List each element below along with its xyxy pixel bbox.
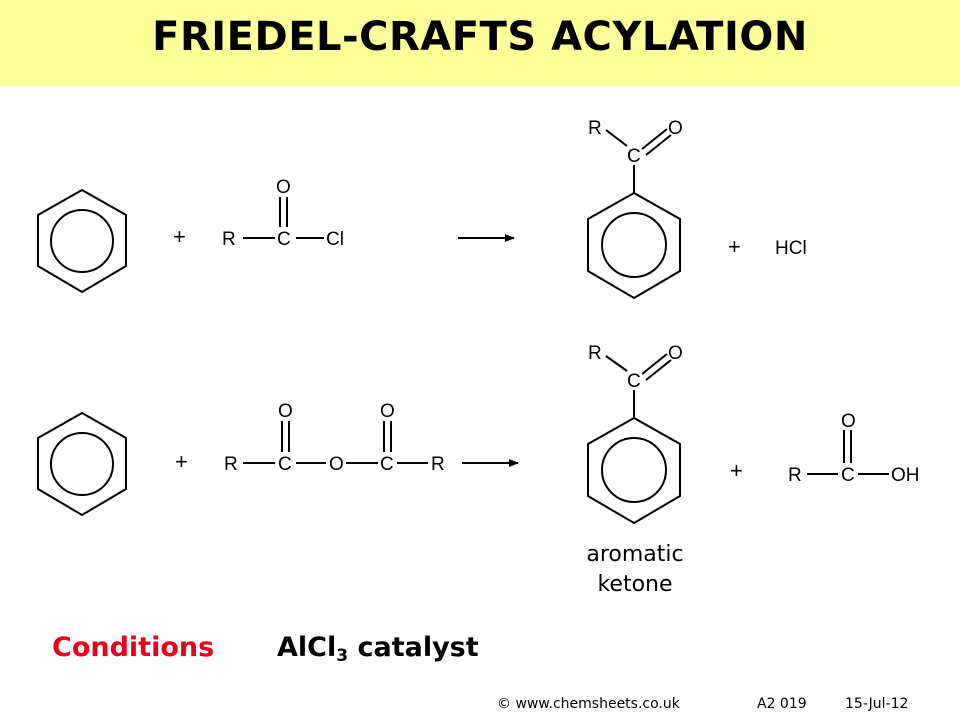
acid-anhydride-bonds — [243, 421, 428, 464]
atom-r: R — [588, 118, 602, 139]
footer-copyright: © www.chemsheets.co.uk — [497, 696, 680, 712]
acyl-chloride-bonds — [243, 197, 324, 239]
product-caption: aromatic ketone — [560, 540, 710, 600]
product-caption-line2: ketone — [597, 572, 673, 597]
atom-r: R — [788, 465, 802, 486]
atom-r: R — [224, 454, 238, 475]
atom-c: C — [627, 146, 641, 167]
title-bar: FRIEDEL-CRAFTS ACYLATION — [0, 0, 960, 86]
conditions-label: Conditions — [52, 632, 215, 663]
catalyst-subscript: 3 — [336, 646, 349, 666]
atom-cl: Cl — [326, 229, 344, 250]
reaction-1-labels: + R C O Cl R C O + HCl — [173, 118, 807, 259]
atom-o: O — [668, 343, 683, 364]
plus-sign: + — [175, 449, 188, 474]
atom-r: R — [222, 229, 236, 250]
benzene-reactant-1 — [37, 188, 127, 294]
atom-c: C — [380, 454, 394, 475]
atom-c: C — [278, 454, 292, 475]
footer-date: 15-Jul-12 — [845, 696, 909, 712]
atom-o: O — [668, 118, 683, 139]
atom-c: C — [277, 229, 291, 250]
product-ring-2 — [587, 353, 681, 525]
page-title: FRIEDEL-CRAFTS ACYLATION — [152, 14, 808, 60]
plus-sign: + — [728, 234, 741, 259]
benzene-reactant-2 — [37, 411, 127, 517]
reaction-scheme: + R C O Cl R C O + HCl — [37, 118, 920, 525]
atom-o: O — [278, 401, 293, 422]
atom-c: C — [627, 371, 641, 392]
atom-r: R — [588, 343, 602, 364]
carboxylic-acid-bonds — [807, 430, 889, 475]
conditions-value: AlCl3 catalyst — [277, 632, 479, 666]
atom-o: O — [329, 454, 344, 475]
plus-sign: + — [730, 458, 743, 483]
reaction-1 — [37, 128, 681, 300]
catalyst-suffix: catalyst — [348, 632, 479, 663]
product-ring-1 — [587, 128, 681, 300]
product-caption-line1: aromatic — [586, 542, 684, 567]
atom-c: C — [841, 465, 855, 486]
atom-oh: OH — [891, 465, 920, 486]
atom-o: O — [276, 177, 291, 198]
atom-o: O — [380, 401, 395, 422]
reaction-2-labels: + R C O O C O R R C O + R C O OH — [175, 343, 920, 486]
reaction-2 — [37, 353, 889, 525]
atom-r: R — [431, 454, 445, 475]
catalyst-formula: AlCl — [277, 632, 337, 663]
byproduct-hcl: HCl — [775, 238, 807, 259]
footer-code: A2 019 — [757, 696, 807, 712]
atom-o: O — [841, 411, 856, 432]
plus-sign: + — [173, 224, 186, 249]
